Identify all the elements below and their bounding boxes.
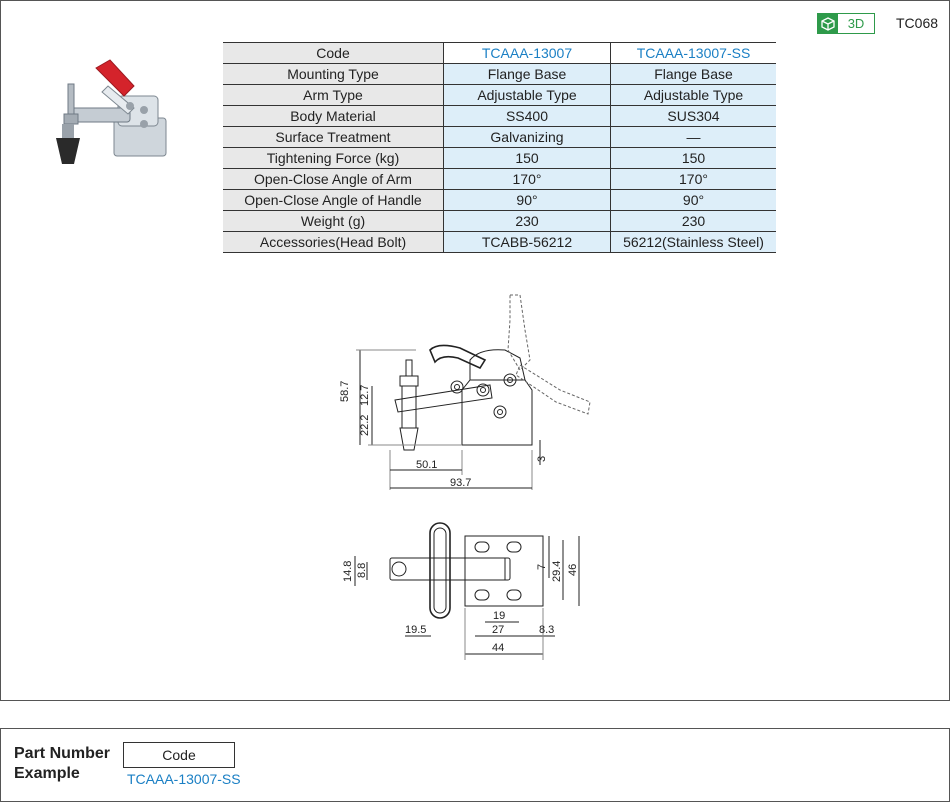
dim-label: 93.7: [450, 477, 471, 489]
row-label: Body Material: [223, 105, 444, 127]
row-value: Adjustable Type: [610, 84, 776, 106]
dim-label: 44: [492, 642, 504, 654]
row-value: Galvanizing: [443, 126, 611, 148]
dim-label: 50.1: [416, 459, 437, 471]
part-number-example[interactable]: TCAAA-13007-SS: [127, 771, 241, 787]
row-value: 150: [610, 147, 776, 169]
dim-label: 8.8: [356, 563, 368, 578]
row-value: 56212(Stainless Steel): [610, 231, 776, 253]
dim-label: 12.7: [359, 385, 371, 406]
row-value: 170°: [443, 168, 611, 190]
model-code: TC068: [896, 15, 939, 31]
row-label: Mounting Type: [223, 63, 444, 85]
table-row: Open-Close Angle of Handle 90° 90°: [223, 189, 776, 211]
3d-badge-label: 3D: [847, 16, 865, 31]
row-value: Adjustable Type: [443, 84, 611, 106]
dim-label: 29.4: [551, 561, 563, 582]
row-value: SUS304: [610, 105, 776, 127]
row-value: Flange Base: [443, 63, 611, 85]
row-value: 90°: [443, 189, 611, 211]
row-value: 170°: [610, 168, 776, 190]
part-number-label: Part Number Example: [14, 745, 111, 782]
cube-icon: [818, 14, 838, 33]
header-cell[interactable]: TCAAA-13007-SS: [610, 42, 776, 64]
row-label: Tightening Force (kg): [223, 147, 444, 169]
row-label: Weight (g): [223, 210, 444, 232]
code-box: Code: [123, 742, 235, 768]
dim-label: 22.2: [359, 415, 371, 436]
row-value: 230: [610, 210, 776, 232]
3d-badge-button[interactable]: 3D: [817, 13, 875, 34]
row-value: 150: [443, 147, 611, 169]
row-value: Flange Base: [610, 63, 776, 85]
dim-label: 19.5: [405, 624, 426, 636]
top-view-drawing: 14.8 8.8 7 29.4 46 19 27 8.3 19.5 44: [335, 518, 595, 663]
product-photo: [48, 56, 173, 168]
dim-label: 46: [567, 564, 579, 576]
table-row: Accessories(Head Bolt) TCABB-56212 56212…: [223, 231, 776, 253]
row-value: 90°: [610, 189, 776, 211]
header-cell[interactable]: TCAAA-13007: [443, 42, 611, 64]
row-value: 230: [443, 210, 611, 232]
dim-label: 3: [536, 456, 548, 462]
row-label: Accessories(Head Bolt): [223, 231, 444, 253]
table-header-row: Code TCAAA-13007 TCAAA-13007-SS: [223, 42, 776, 64]
row-label: Arm Type: [223, 84, 444, 106]
row-label: Open-Close Angle of Arm: [223, 168, 444, 190]
table-row: Tightening Force (kg) 150 150: [223, 147, 776, 169]
dim-label: 14.8: [342, 561, 354, 582]
dim-label: 19: [493, 610, 505, 622]
table-row: Arm Type Adjustable Type Adjustable Type: [223, 84, 776, 106]
row-label: Surface Treatment: [223, 126, 444, 148]
dim-label: 58.7: [339, 381, 351, 402]
table-row: Open-Close Angle of Arm 170° 170°: [223, 168, 776, 190]
side-view-drawing: 58.7 12.7 22.2 50.1 93.7 3: [320, 290, 640, 500]
header-cell: Code: [223, 42, 444, 64]
dim-label: 8.3: [539, 624, 554, 636]
dim-label: 7: [536, 564, 548, 570]
table-row: Mounting Type Flange Base Flange Base: [223, 63, 776, 85]
row-value: —: [610, 126, 776, 148]
spec-table: Code TCAAA-13007 TCAAA-13007-SS Mounting…: [223, 42, 776, 253]
table-row: Weight (g) 230 230: [223, 210, 776, 232]
dim-label: 27: [492, 624, 504, 636]
table-row: Body Material SS400 SUS304: [223, 105, 776, 127]
row-label: Open-Close Angle of Handle: [223, 189, 444, 211]
row-value: TCABB-56212: [443, 231, 611, 253]
table-row: Surface Treatment Galvanizing —: [223, 126, 776, 148]
row-value: SS400: [443, 105, 611, 127]
